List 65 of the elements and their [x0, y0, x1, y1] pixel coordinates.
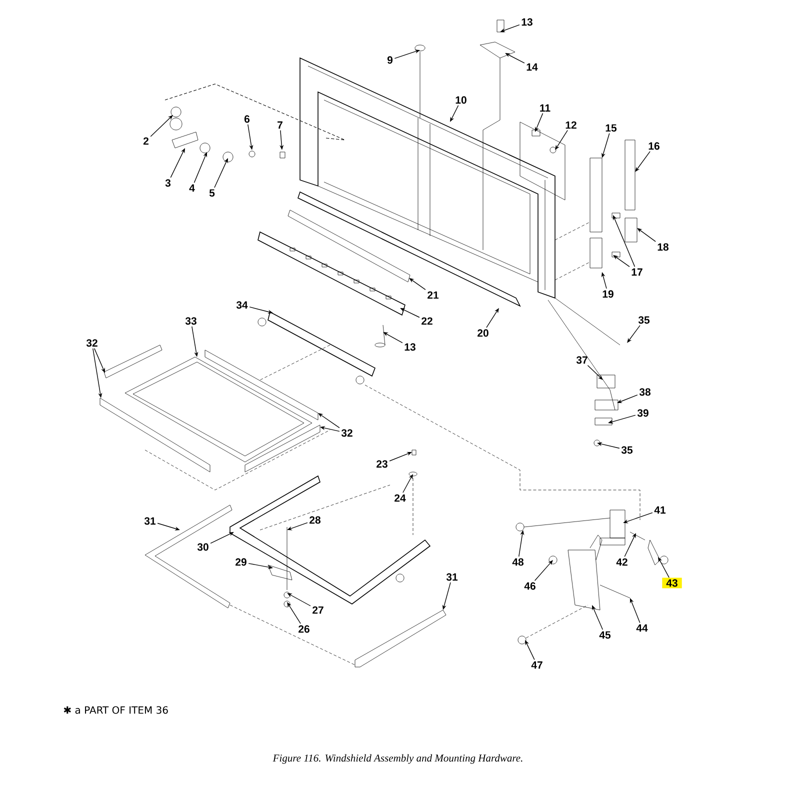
callout-number: 18 — [658, 243, 669, 251]
callout-number: 24 — [394, 494, 406, 502]
callout-number: 20 — [478, 329, 488, 337]
leader-line — [613, 255, 630, 268]
callout-number: 17 — [632, 268, 642, 276]
callout-number: 42 — [616, 558, 628, 566]
callout-number: 26 — [298, 625, 310, 633]
callout-number: 31 — [144, 517, 156, 525]
callout-number: 6 — [244, 115, 250, 123]
callout-number: 38 — [639, 388, 651, 396]
leader-line — [637, 228, 656, 242]
callout-number: 10 — [456, 96, 466, 104]
leader-line — [555, 130, 568, 150]
callout-number: 4 — [189, 184, 195, 192]
leader-line — [150, 115, 173, 137]
callout-number: 22 — [422, 317, 432, 325]
callout-number: 3 — [165, 179, 171, 187]
leader-line — [486, 308, 499, 328]
callout-number: 12 — [566, 121, 576, 129]
callout-number: 35 — [638, 316, 650, 324]
callout-number: 31 — [446, 573, 458, 581]
callout-number: 13 — [522, 18, 532, 26]
highlighted-callout-number: 43 — [662, 578, 682, 588]
callout-number: 32 — [86, 339, 98, 347]
leader-line — [627, 325, 640, 343]
leader-line — [318, 413, 340, 428]
callout-number: 30 — [197, 543, 208, 551]
callout-number: 19 — [602, 290, 614, 298]
callout-number: 48 — [512, 558, 524, 566]
callout-number: 34 — [236, 301, 248, 309]
callout-number: 15 — [606, 124, 617, 132]
callout-number: 7 — [278, 121, 282, 129]
note: ✱ a PART OF ITEM 36 — [64, 706, 168, 714]
callout-number: 33 — [185, 317, 196, 325]
leader-line — [534, 560, 553, 581]
callout-number: 11 — [540, 104, 550, 112]
callout-number: 16 — [648, 142, 660, 150]
callout-number: 2 — [143, 137, 148, 145]
leader-line — [635, 151, 650, 172]
callout-number: 47 — [531, 661, 542, 669]
callout-number: 41 — [654, 506, 666, 514]
callout-number: 27 — [312, 606, 324, 614]
leader-line — [383, 332, 403, 344]
callout-number: 32 — [341, 429, 352, 437]
figure-caption: Figure 116. Windshield Assembly and Mounting Hardware. — [272, 754, 522, 764]
leader-line — [409, 278, 426, 290]
callout-number: 39 — [637, 409, 648, 417]
callout-number: 28 — [310, 516, 320, 524]
leader-line — [287, 602, 301, 624]
leader-line — [658, 557, 670, 578]
callout-number: 37 — [576, 356, 588, 364]
callout-number: 5 — [209, 189, 215, 197]
callout-number: 35 — [621, 446, 633, 454]
callout-number: 9 — [387, 56, 393, 64]
callout-number: 23 — [376, 460, 388, 468]
leader-line — [402, 474, 413, 493]
callout-number: 45 — [599, 631, 611, 639]
callout-number: 13 — [404, 343, 416, 351]
leader-line — [287, 593, 311, 606]
callout-number: 14 — [526, 63, 538, 71]
callout-number: 44 — [636, 624, 648, 632]
callout-number: 29 — [236, 558, 246, 566]
callout-number: 46 — [524, 582, 536, 590]
callout-number: 21 — [428, 291, 439, 299]
leader-line — [587, 365, 603, 380]
